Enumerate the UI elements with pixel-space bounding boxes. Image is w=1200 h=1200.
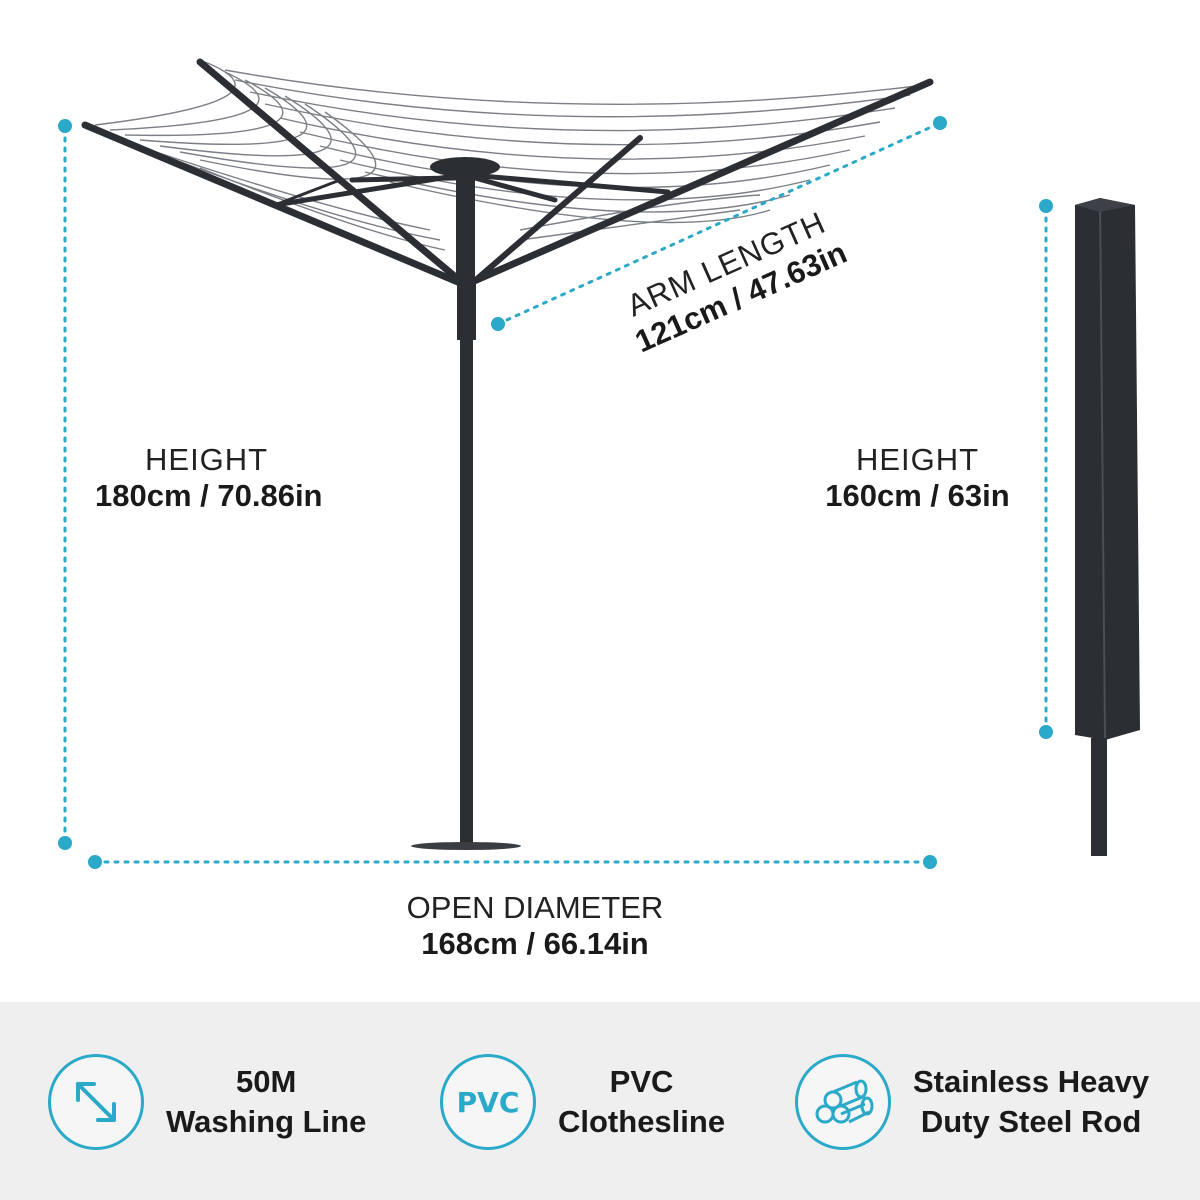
feature-steel-rod-line2: Duty Steel Rod xyxy=(920,1104,1142,1139)
feature-washing-line: 50M Washing Line xyxy=(48,1042,366,1162)
height-open-label: HEIGHT 180cm / 70.86in xyxy=(95,442,345,514)
height-open-value: 180cm / 70.86in xyxy=(95,478,323,513)
feature-washing-line-line2: Washing Line xyxy=(166,1104,367,1139)
feature-bar: 50M Washing Line PVC PVC Clothesline xyxy=(0,1002,1200,1200)
dimension-lines xyxy=(63,121,1048,864)
dimension-endpoints xyxy=(58,116,1053,869)
feature-steel-rod-line1: Stainless Heavy xyxy=(913,1064,1150,1099)
height-closed-caption: HEIGHT xyxy=(855,442,980,477)
open-diameter-caption: OPEN DIAMETER xyxy=(406,890,664,925)
feature-steel-rod-text: Stainless Heavy Duty Steel Rod xyxy=(913,1062,1149,1142)
feature-steel-rod: Stainless Heavy Duty Steel Rod xyxy=(795,1042,1149,1162)
feature-pvc-line2: Clothesline xyxy=(558,1104,726,1139)
pvc-badge-icon: PVC xyxy=(440,1054,536,1150)
height-closed-label: HEIGHT 160cm / 63in xyxy=(815,442,1020,514)
height-open-caption: HEIGHT xyxy=(145,442,269,477)
feature-pvc-text: PVC Clothesline xyxy=(558,1062,725,1142)
open-diameter-label: OPEN DIAMETER 168cm / 66.14in xyxy=(390,890,680,962)
open-diameter-value: 168cm / 66.14in xyxy=(421,926,649,961)
rotary-airer-drawing xyxy=(58,58,1140,869)
feature-pvc-line1: PVC xyxy=(609,1064,674,1099)
feature-pvc: PVC PVC Clothesline xyxy=(440,1042,725,1162)
pvc-badge-text: PVC xyxy=(456,1085,520,1119)
airer-cover-bag xyxy=(1075,197,1140,856)
diagonal-arrow-icon xyxy=(48,1054,144,1150)
airer-arms xyxy=(81,58,934,289)
steel-rods-icon xyxy=(795,1054,891,1150)
airer-pole xyxy=(411,157,521,850)
feature-washing-line-line1: 50M xyxy=(236,1064,297,1099)
height-closed-value: 160cm / 63in xyxy=(825,478,1010,513)
feature-washing-line-text: 50M Washing Line xyxy=(166,1062,366,1142)
product-dimensions-illustration: ARM LENGTH 121cm / 47.63in HEIGHT 180cm … xyxy=(58,58,1140,962)
